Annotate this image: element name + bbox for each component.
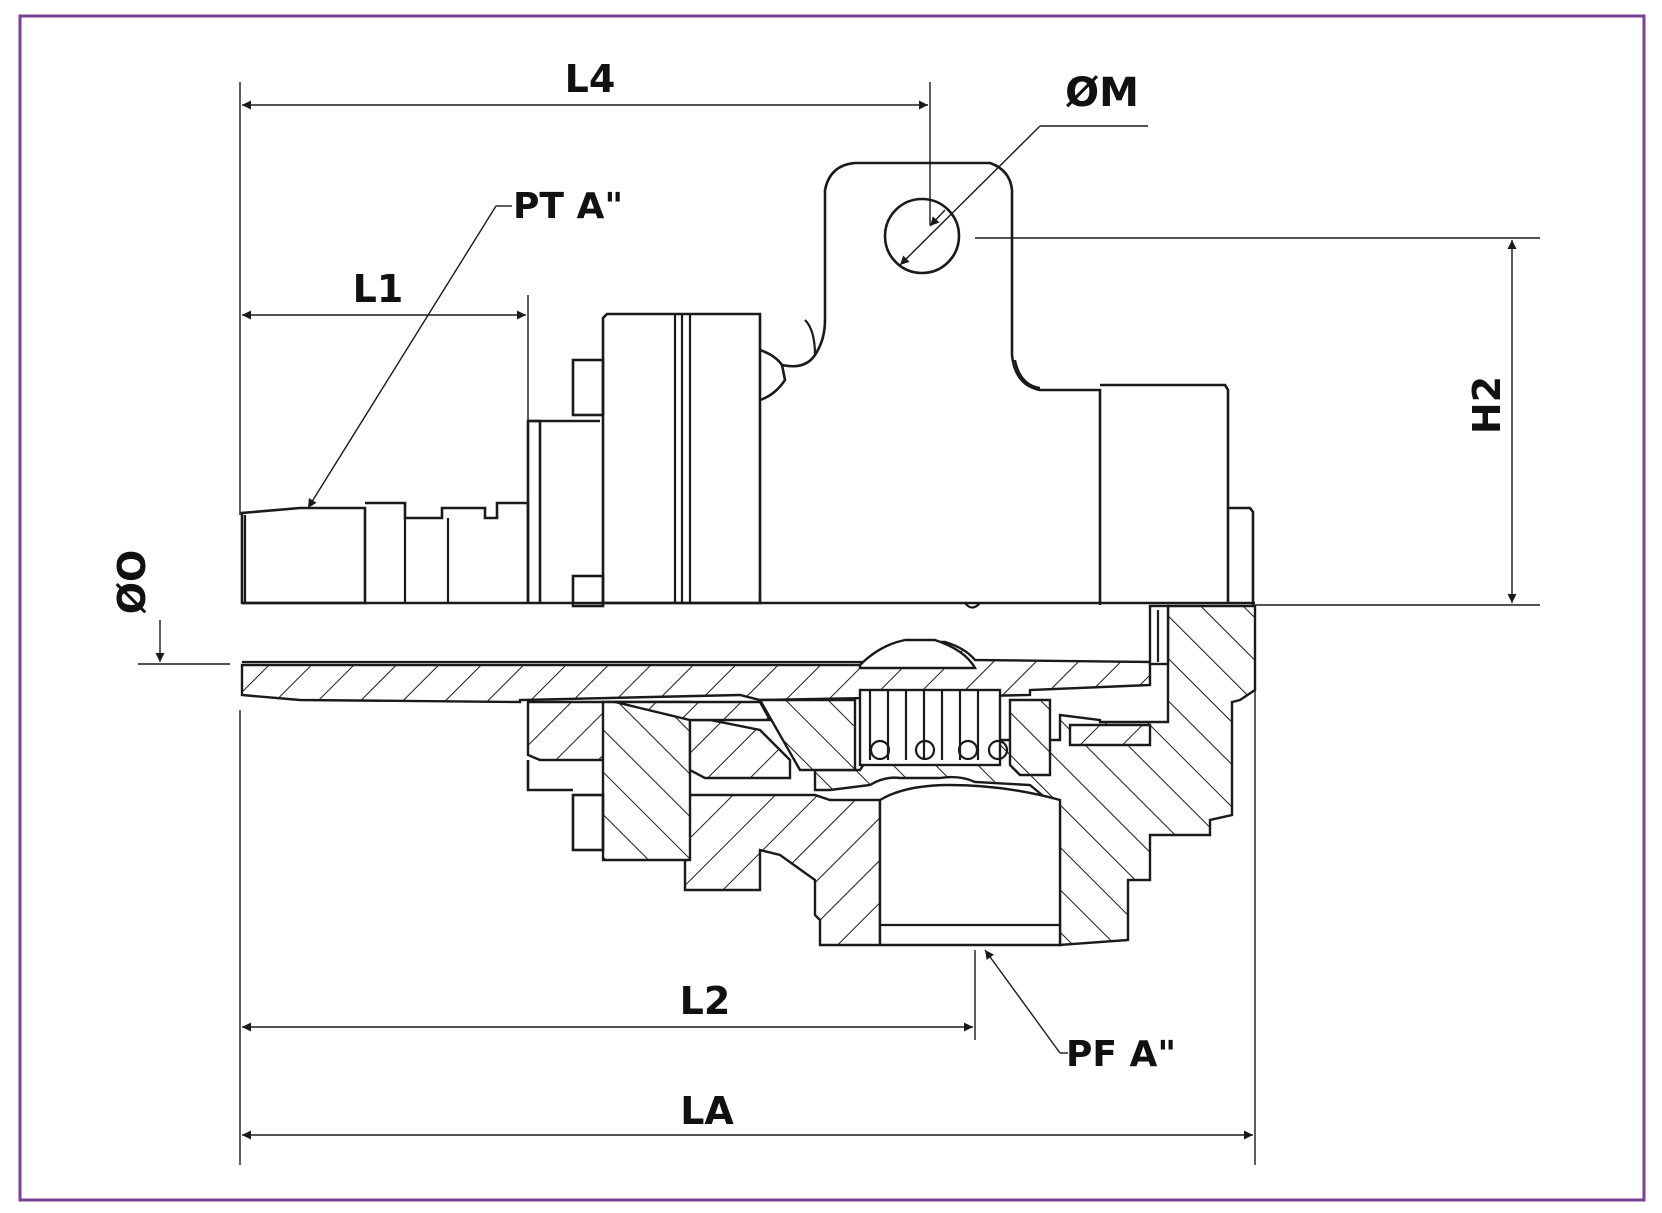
label-pf: PF A"	[1066, 1034, 1176, 1075]
label-pt: PT A"	[513, 186, 623, 227]
label-l2: L2	[680, 979, 731, 1023]
label-o: ØO	[110, 550, 154, 615]
dim-l1: L1	[242, 267, 526, 320]
dim-o: ØO	[110, 550, 230, 665]
dim-la: LA	[242, 1089, 1253, 1140]
body-section-lower	[240, 604, 1257, 947]
dim-pt: PT A"	[307, 186, 623, 509]
label-m: ØM	[1065, 70, 1139, 116]
page-frame	[18, 14, 1646, 1202]
label-l4: L4	[565, 57, 616, 101]
coil-spring	[858, 688, 1009, 767]
body-outline-upper	[240, 161, 1255, 609]
dim-l2: L2	[242, 979, 973, 1032]
dim-l4: L4	[242, 57, 928, 110]
label-la: LA	[680, 1089, 734, 1133]
dim-h2: H2	[975, 237, 1540, 606]
dim-m: ØM	[899, 70, 1148, 266]
dim-pf: PF A"	[984, 949, 1176, 1075]
label-h2: H2	[1465, 376, 1509, 434]
label-l1: L1	[353, 267, 404, 311]
